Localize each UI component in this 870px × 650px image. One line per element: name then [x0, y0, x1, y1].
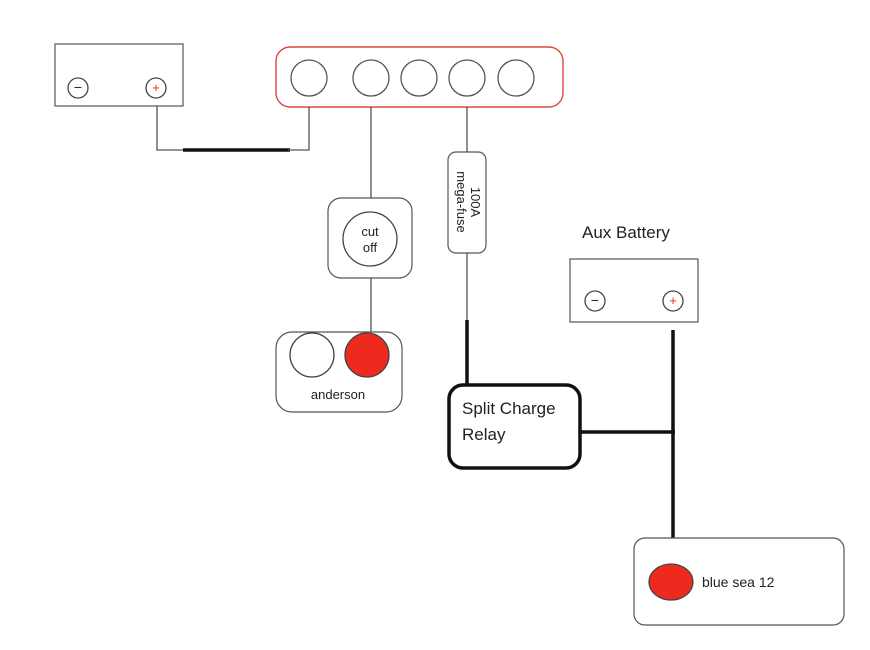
busbar-post-3: [400, 59, 438, 97]
busbar-post-4: [448, 59, 486, 97]
busbar-post-1: [290, 59, 328, 97]
svg-text:mega-fuse: mega-fuse: [454, 171, 469, 232]
wire-battery-to-busbar-a: [156, 106, 185, 151]
wires: [156, 106, 675, 538]
svg-text:+: +: [669, 293, 677, 308]
anderson-negative-pole: [289, 332, 335, 378]
minus-icon: [584, 290, 606, 312]
svg-text:blue sea 12: blue sea 12: [702, 574, 775, 590]
wire-battery-to-busbar-b: [288, 107, 310, 151]
svg-text:−: −: [74, 79, 82, 95]
aux-battery-body: [569, 258, 699, 323]
aux-battery: Aux Battery − +: [569, 223, 699, 323]
anderson-connector: anderson: [275, 331, 403, 413]
anderson-positive-pole: [344, 332, 390, 378]
relay-body: [447, 383, 582, 470]
blue-sea-terminal: [648, 563, 694, 601]
aux-battery-positive-terminal: +: [662, 290, 684, 312]
busbar-post-5: [497, 59, 535, 97]
blue-sea-body: [633, 537, 845, 626]
svg-text:Split Charge: Split Charge: [462, 399, 556, 418]
busbar: [275, 46, 564, 108]
plus-icon: [145, 77, 167, 99]
main-battery-positive-terminal: +: [145, 77, 167, 99]
main-battery: − +: [54, 43, 184, 107]
aux-battery-negative-terminal: −: [584, 290, 606, 312]
svg-text:100A: 100A: [468, 187, 483, 218]
svg-text:+: +: [152, 80, 160, 95]
svg-text:−: −: [591, 292, 599, 308]
blue-sea-fuse-block: blue sea 12: [633, 537, 845, 626]
mega-fuse: 100A mega-fuse: [447, 151, 487, 254]
split-charge-relay: Split Charge Relay: [447, 383, 582, 470]
svg-text:Relay: Relay: [462, 425, 506, 444]
busbar-post-2: [352, 59, 390, 97]
cut-off-knob: [342, 211, 398, 267]
minus-icon: [67, 77, 89, 99]
plus-icon: [662, 290, 684, 312]
cut-off-switch: cut off: [327, 197, 413, 279]
svg-text:anderson: anderson: [311, 387, 365, 402]
svg-text:cut: cut: [361, 224, 379, 239]
svg-text:off: off: [363, 240, 378, 255]
aux-battery-title: Aux Battery: [582, 223, 670, 242]
main-battery-negative-terminal: −: [67, 77, 89, 99]
mega-fuse-body: [447, 151, 487, 254]
